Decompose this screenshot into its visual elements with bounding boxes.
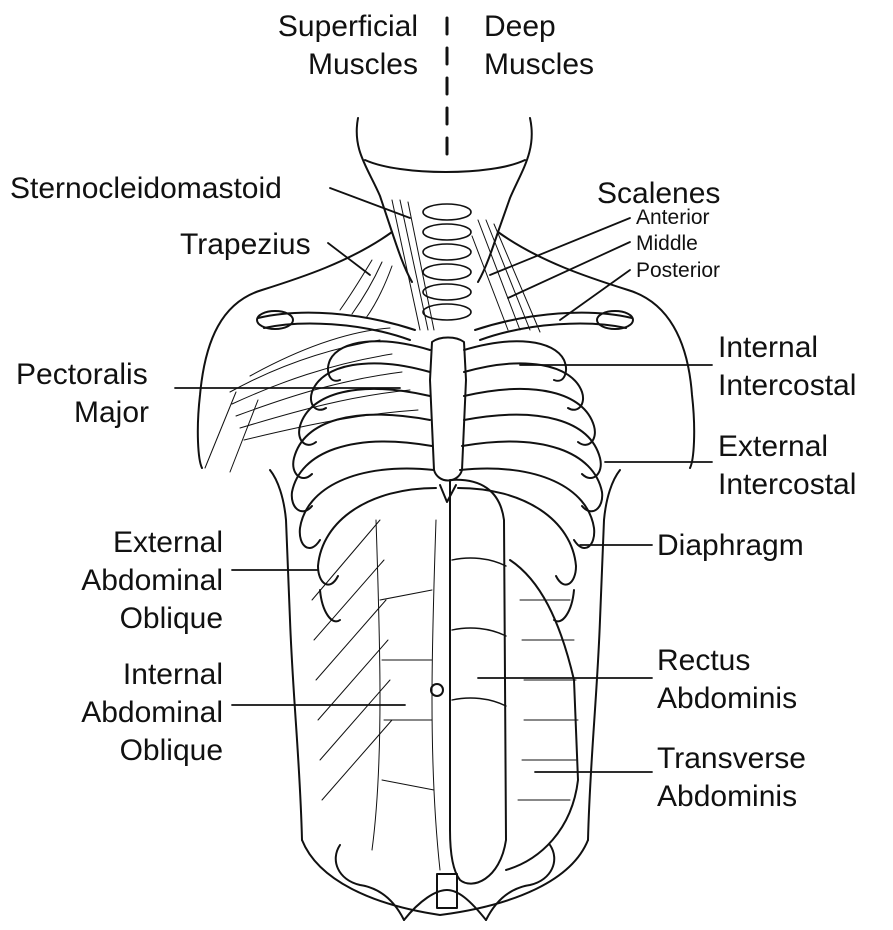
label-external-abdominal-oblique: External Abdominal Oblique [40,524,223,638]
scm-fibers [392,200,434,330]
label-rectus-abdominis: Rectus Abdominis [657,642,797,718]
label-sternocleidomastoid: Sternocleidomastoid [10,170,282,208]
cervical-spine [423,204,471,320]
label-scalenes-posterior: Posterior [636,258,720,284]
label-internal-intercostal: Internal Intercostal [718,329,856,405]
trapezius-fibers [340,260,392,318]
label-diaphragm: Diaphragm [657,527,804,565]
rectus-abdominis-shape [431,480,506,884]
body-outline [198,232,694,915]
ribs-left [292,341,436,621]
superficial-muscles-heading: Superficial Muscles [238,8,418,84]
label-scalenes-middle: Middle [636,231,698,257]
pelvis [336,845,555,920]
label-internal-abdominal-oblique: Internal Abdominal Oblique [40,656,223,770]
sternum [430,338,466,503]
neck-outline [357,118,532,282]
label-external-intercostal: External Intercostal [718,428,856,504]
label-transverse-abdominis: Transverse Abdominis [657,740,806,816]
label-scalenes-anterior: Anterior [636,205,710,231]
label-trapezius: Trapezius [180,226,311,264]
internal-oblique-fibers [372,520,440,870]
clavicles [257,311,633,340]
deep-muscles-heading: Deep Muscles [484,8,664,84]
label-pectoralis-major: Pectoralis Major [16,356,149,432]
transverse-abdominis-shape [506,560,578,870]
